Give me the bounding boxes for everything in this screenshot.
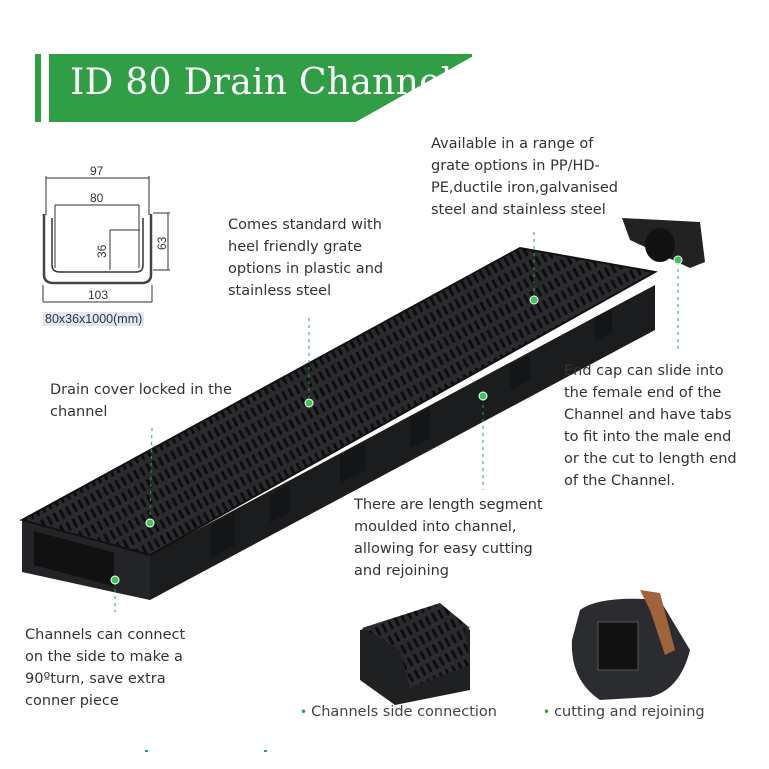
callout-line: End cap can slide into — [564, 363, 724, 379]
callout-line: of the Channel. — [564, 473, 676, 489]
callout-line: grate options in PP/HD- — [431, 158, 600, 174]
callout-line: allowing for easy cutting — [354, 541, 533, 557]
decor-dot — [145, 750, 148, 752]
callout-line: moulded into channel, — [354, 519, 517, 535]
bullet-icon: • — [543, 705, 551, 719]
caption-cutting: •cutting and rejoining — [543, 704, 705, 720]
callout-side-connect: Channels can connect on the side to make… — [25, 624, 185, 712]
dim-base-width: 103 — [88, 288, 108, 302]
cutting-image — [571, 590, 690, 700]
cross-section-diagram — [42, 176, 170, 303]
dim-top-width: 97 — [90, 164, 104, 178]
banner-accent-bar — [35, 54, 41, 122]
callout-line: on the side to make a — [25, 649, 183, 665]
callout-grate-options: Available in a range of grate options in… — [431, 133, 618, 221]
dim-inner-width: 80 — [90, 191, 104, 205]
dim-height: 63 — [155, 236, 169, 250]
callout-line: steel and stainless steel — [431, 202, 606, 218]
callout-dot — [110, 575, 120, 585]
callout-line: to fit into the male end — [564, 429, 732, 445]
callout-line: channel — [50, 404, 108, 420]
callout-length-segments: There are length segment moulded into ch… — [354, 494, 543, 582]
callout-dot — [304, 398, 314, 408]
callout-line: Drain cover locked in the — [50, 382, 232, 398]
decor-dot — [264, 750, 267, 752]
callout-line: PE,ductile iron,galvanised — [431, 180, 618, 196]
caption-text: cutting and rejoining — [554, 704, 705, 720]
dimension-caption: 80x36x1000(mm) — [43, 312, 145, 326]
callout-line: conner piece — [25, 693, 119, 709]
callout-line: heel friendly grate — [228, 239, 362, 255]
callout-line: 90ºturn, save extra — [25, 671, 166, 687]
callout-line: and rejoining — [354, 563, 449, 579]
callout-line: Comes standard with — [228, 217, 382, 233]
callout-line: Channel and have tabs — [564, 407, 732, 423]
callout-line: stainless steel — [228, 283, 332, 299]
callout-dot — [145, 518, 155, 528]
callout-line: the female end of the — [564, 385, 722, 401]
caption-text: Channels side connection — [311, 704, 497, 720]
callout-dot — [673, 255, 683, 265]
bullet-icon: • — [300, 705, 308, 719]
callout-cover-locked: Drain cover locked in the channel — [50, 379, 232, 423]
caption-side-connection: •Channels side connection — [300, 704, 497, 720]
callout-line: or the cut to length end — [564, 451, 737, 467]
end-cap-image — [622, 218, 705, 268]
callout-end-cap: End cap can slide into the female end of… — [564, 360, 737, 492]
side-connection-image — [360, 603, 470, 705]
callout-line: There are length segment — [354, 497, 543, 513]
dim-depth: 36 — [95, 244, 109, 258]
page-title: ID 80 Drain Channel — [70, 62, 453, 103]
callout-heel-friendly: Comes standard with heel friendly grate … — [228, 214, 383, 302]
callout-line: Channels can connect — [25, 627, 186, 643]
callout-dot — [478, 391, 488, 401]
callout-line: Available in a range of — [431, 136, 594, 152]
callout-dot — [529, 295, 539, 305]
leader-lines — [114, 232, 679, 612]
callout-line: options in plastic and — [228, 261, 384, 277]
